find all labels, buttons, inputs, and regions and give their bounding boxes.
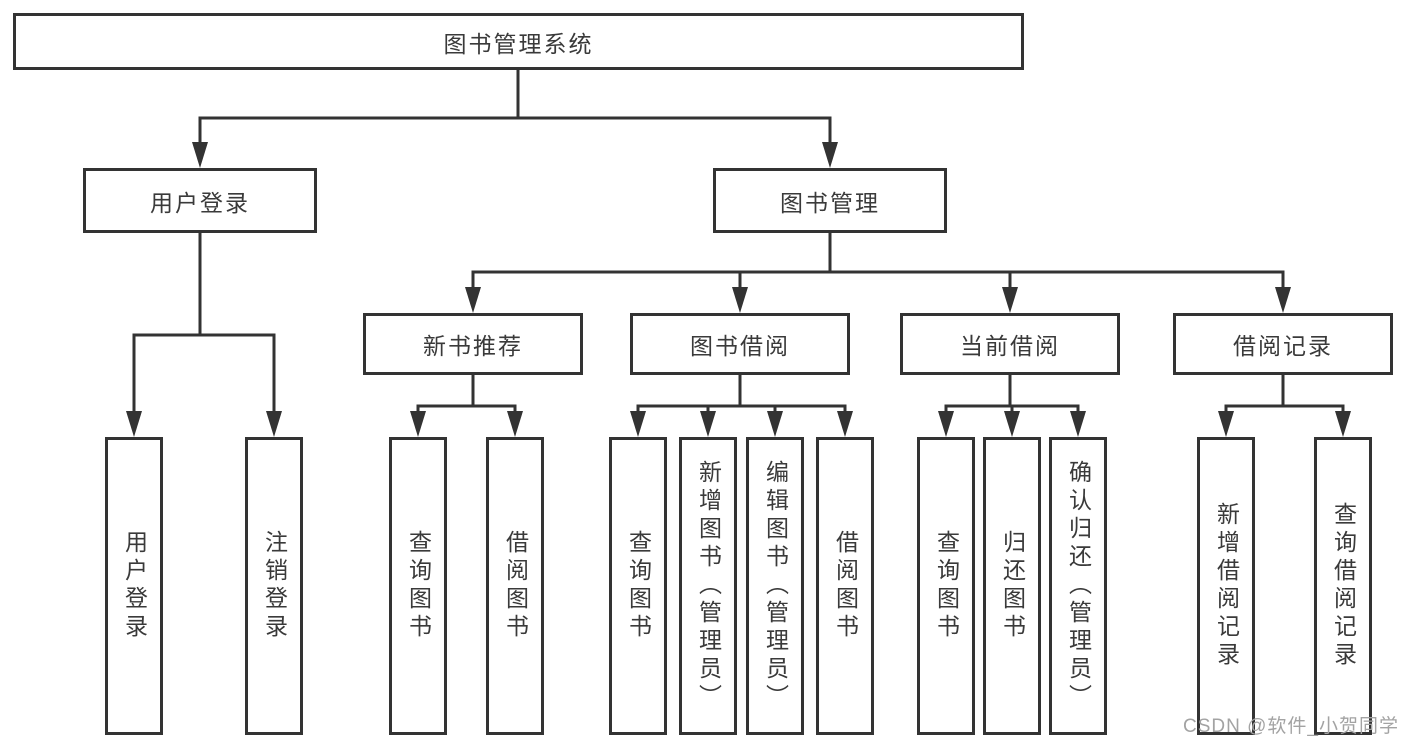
connector-borrow-records-to-leaves bbox=[1218, 375, 1351, 437]
leaf-borrow-query-books: 查询图书 bbox=[609, 437, 667, 735]
node-book-borrowing: 图书借阅 bbox=[630, 313, 850, 375]
connector-user-login-to-leaves bbox=[126, 233, 282, 437]
leaf-records-query-record: 查询借阅记录 bbox=[1314, 437, 1372, 735]
connector-current-borrow-to-leaves bbox=[938, 375, 1086, 437]
leaf-current-return-books: 归还图书 bbox=[983, 437, 1041, 735]
watermark: CSDN @软件_小贺同学 bbox=[1183, 716, 1399, 737]
leaf-current-confirm-return-admin: 确认归还（管理员） bbox=[1049, 437, 1107, 735]
leaf-recommend-borrow-books: 借阅图书 bbox=[486, 437, 544, 735]
connector-root-to-level2 bbox=[192, 70, 838, 168]
connector-book-borrow-to-leaves bbox=[630, 375, 853, 437]
node-current-borrowing: 当前借阅 bbox=[900, 313, 1120, 375]
node-new-book-recommendation: 新书推荐 bbox=[363, 313, 583, 375]
node-borrowing-records: 借阅记录 bbox=[1173, 313, 1393, 375]
node-user-login: 用户登录 bbox=[83, 168, 317, 233]
leaf-records-add-record: 新增借阅记录 bbox=[1197, 437, 1255, 735]
leaf-borrow-borrow-books: 借阅图书 bbox=[816, 437, 874, 735]
leaf-user-login: 用户登录 bbox=[105, 437, 163, 735]
node-book-management: 图书管理 bbox=[713, 168, 947, 233]
connector-book-management-to-level3 bbox=[465, 233, 1291, 313]
leaf-current-query-books: 查询图书 bbox=[917, 437, 975, 735]
leaf-borrow-add-books-admin: 新增图书（管理员） bbox=[679, 437, 737, 735]
node-library-management-system: 图书管理系统 bbox=[13, 13, 1024, 70]
connector-new-book-to-leaves bbox=[410, 375, 523, 437]
leaf-logout: 注销登录 bbox=[245, 437, 303, 735]
leaf-recommend-query-books: 查询图书 bbox=[389, 437, 447, 735]
leaf-borrow-edit-books-admin: 编辑图书（管理员） bbox=[746, 437, 804, 735]
